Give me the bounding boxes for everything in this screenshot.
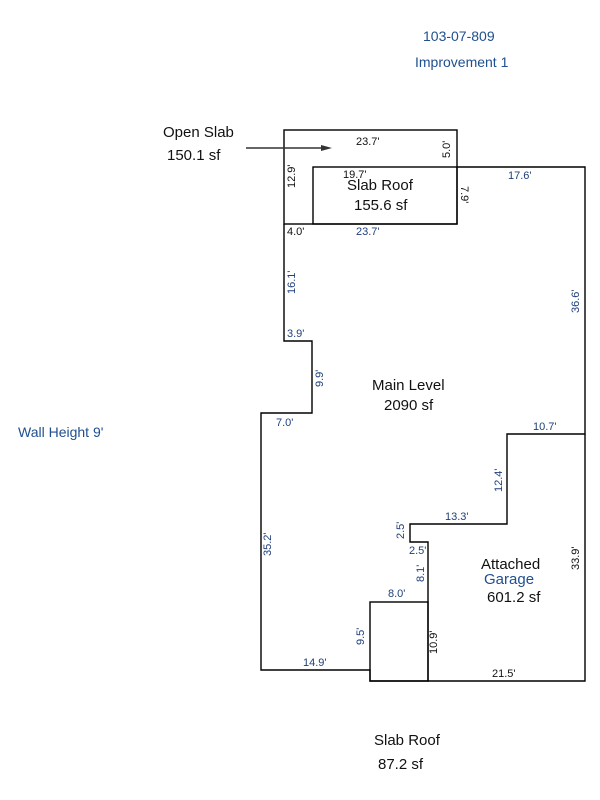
garage-name-1: Attached xyxy=(481,556,540,573)
dim-open-slab-left: 12.9' xyxy=(286,164,298,188)
dim-main-top-right: 17.6' xyxy=(508,170,532,182)
improvement-label: Improvement 1 xyxy=(415,54,509,70)
slab-roof-top-name: Slab Roof xyxy=(347,177,414,194)
dim-main-step-1-vert: 9.9' xyxy=(314,370,326,387)
dim-slab-bottom-left: 9.5' xyxy=(355,628,367,645)
dim-garage-left-vert: 8.1' xyxy=(415,565,427,582)
dim-slab-roof-right: 7.9' xyxy=(458,186,470,203)
dim-main-left-lower: 35.2' xyxy=(262,532,274,556)
dim-garage-right: 33.9' xyxy=(570,546,582,570)
garage-outline xyxy=(428,434,586,682)
dim-garage-bottom: 21.5' xyxy=(492,668,516,680)
dim-slab-bottom-right: 10.9' xyxy=(428,630,440,654)
dim-garage-top: 10.7' xyxy=(533,421,557,433)
slab-roof-bottom-name: Slab Roof xyxy=(374,732,441,749)
slab-roof-bottom-area: 87.2 sf xyxy=(378,756,424,773)
arrow-head-icon xyxy=(321,145,332,151)
dim-garage-small-horiz: 2.5' xyxy=(409,545,426,557)
slab-roof-outline xyxy=(312,166,458,225)
dim-main-step-1: 3.9' xyxy=(287,328,304,340)
main-level-area: 2090 sf xyxy=(384,397,434,414)
dim-main-bottom-left: 14.9' xyxy=(303,657,327,669)
wall-height-label: Wall Height 9' xyxy=(18,424,103,440)
main-level-name: Main Level xyxy=(372,377,445,394)
dim-open-slab-right: 5.0' xyxy=(441,141,453,158)
garage-area: 601.2 sf xyxy=(487,589,541,606)
dim-open-slab-top: 23.7' xyxy=(356,136,380,148)
dim-main-left-upper: 16.1' xyxy=(286,270,298,294)
dim-garage-step-vert: 12.4' xyxy=(493,468,505,492)
slab-roof-bottom-outline xyxy=(369,601,429,682)
parcel-id: 103-07-809 xyxy=(423,28,495,44)
garage-name-2: Garage xyxy=(484,571,534,588)
open-slab-area: 150.1 sf xyxy=(167,147,221,164)
dim-garage-small-vert: 2.5' xyxy=(395,522,407,539)
dim-main-step-2: 7.0' xyxy=(276,417,293,429)
dim-main-right: 36.6' xyxy=(570,289,582,313)
open-slab-name: Open Slab xyxy=(163,124,234,141)
slab-roof-top-area: 155.6 sf xyxy=(354,197,408,214)
dim-slab-bottom-top: 8.0' xyxy=(388,588,405,600)
dim-main-slab-bottom: 23.7' xyxy=(356,226,380,238)
dim-garage-step-horiz: 13.3' xyxy=(445,511,469,523)
dim-slab-roof-top: 19.7' xyxy=(343,169,367,181)
dim-main-left-step: 4.0' xyxy=(287,226,304,238)
